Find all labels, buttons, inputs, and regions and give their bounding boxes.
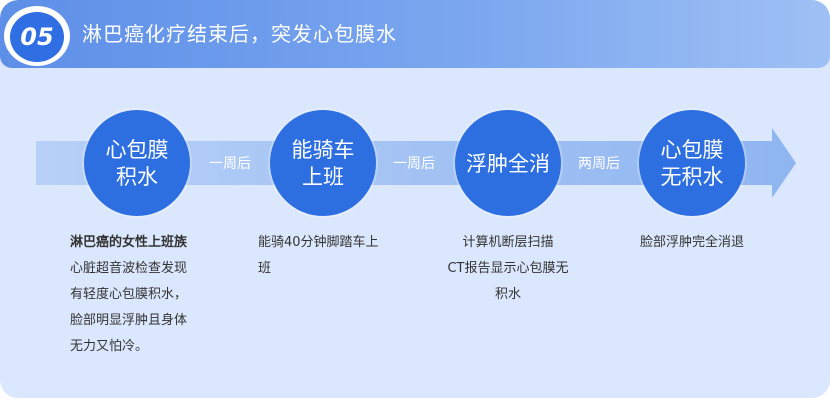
step-circle-4 [639,110,745,216]
link-label-2: 一周后 [393,156,435,172]
step-badge-inner [10,12,64,62]
step-2-line2: 上班 [302,165,344,189]
step-circle-2 [270,110,376,216]
timeline-arrow-shape [36,128,796,198]
description-2-line: 能骑40分钟脚踏车上 [258,235,379,250]
step-4-line2: 无积水 [660,165,724,189]
description-4-line: 脸部浮肿完全消退 [639,235,744,250]
step-1-line1: 心包膜 [105,138,169,162]
step-4-line1: 心包膜 [660,138,724,162]
step-3-line1: 浮肿全消 [466,152,550,176]
header-title: 淋巴癌化疗结束后，突发心包膜水 [82,22,397,46]
description-1-line: 脸部明显浮肿且身体 [70,313,188,328]
step-circle-1 [84,110,190,216]
description-1-line: 心脏超音波检查发现 [70,261,188,276]
description-3-line: 计算机断层扫描 [462,235,554,250]
description-2: 能骑40分钟脚踏车上 班 [258,230,408,282]
description-4: 脸部浮肿完全消退 [612,230,772,256]
step-circle-3 [455,110,561,216]
description-1-line: 无力又怕冷。 [70,339,149,354]
link-label-3: 两周后 [578,156,620,172]
step-2-line1: 能骑车 [291,138,355,162]
header-bar: 05 淋巴癌化疗结束后，突发心包膜水 [0,0,830,68]
description-1: 淋巴癌的女性上班族 心脏超音波检查发现 有轻度心包膜积水， 脸部明显浮肿且身体 … [70,230,250,360]
description-1-title: 淋巴癌的女性上班族 [70,235,188,250]
description-3-line: 积水 [494,287,521,302]
description-2-line: 班 [258,261,272,276]
description-1-line: 有轻度心包膜积水， [70,287,188,302]
description-3: 计算机断层扫描 CT报告显示心包膜无 积水 [428,230,588,308]
step-1-line2: 积水 [116,165,158,189]
description-3-line: CT报告显示心包膜无 [447,261,569,276]
step-number: 05 [20,23,54,51]
link-label-1: 一周后 [209,156,251,172]
